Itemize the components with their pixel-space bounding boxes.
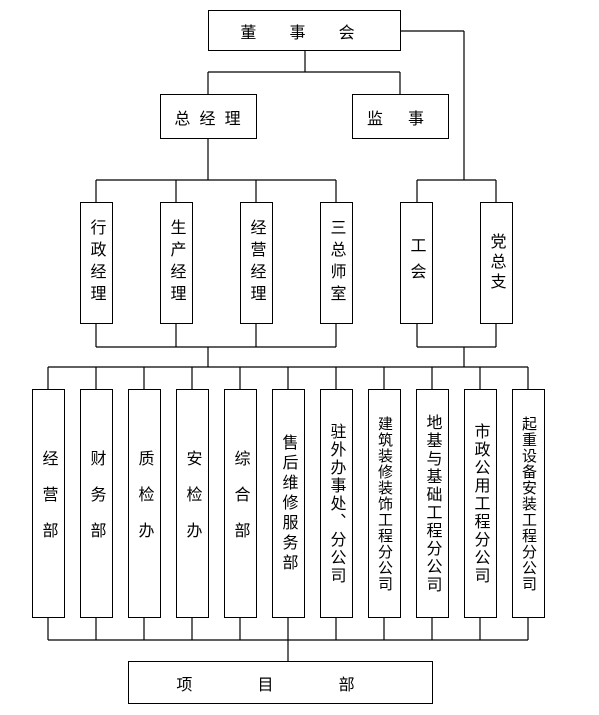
- department-label: 售后维修服务部: [279, 433, 299, 574]
- department-label: 起重设备安装工程分公司: [520, 415, 538, 592]
- manager-label: 经营经理: [247, 219, 267, 307]
- department-label: 市政公用工程分公司: [471, 422, 491, 585]
- supervisor-box: 监 事: [352, 94, 449, 139]
- department-label: 质检办: [135, 449, 155, 558]
- department-box: 驻外办事处、分公司: [320, 389, 353, 618]
- manager-box-admin: 行政经理: [80, 202, 113, 324]
- department-box: 财务部: [80, 389, 113, 618]
- union-box: 工会: [400, 202, 433, 324]
- department-box: 综合部: [224, 389, 257, 618]
- department-box: 售后维修服务部: [272, 389, 305, 618]
- party-branch-box: 党总支: [480, 202, 513, 324]
- department-box: 质检办: [128, 389, 161, 618]
- project-department-box: 项 目 部: [128, 661, 433, 704]
- project-department-label: 项 目 部: [176, 674, 385, 694]
- department-label: 经营部: [39, 449, 59, 558]
- manager-label: 三总师室: [327, 219, 347, 307]
- department-box: 建筑装修装饰工程分公司: [368, 389, 401, 618]
- party-branch-label: 党总支: [487, 233, 507, 293]
- department-label: 地基与基础工程分公司: [423, 413, 443, 594]
- manager-box-production: 生产经理: [160, 202, 193, 324]
- manager-box-chief-engineers: 三总师室: [320, 202, 353, 324]
- department-box: 经营部: [32, 389, 65, 618]
- department-box: 地基与基础工程分公司: [416, 389, 449, 618]
- union-label: 工会: [407, 237, 427, 289]
- department-box: 安检办: [176, 389, 209, 618]
- department-box: 市政公用工程分公司: [464, 389, 497, 618]
- general-manager-label: 总 经 理: [174, 108, 243, 128]
- manager-label: 生产经理: [167, 219, 187, 307]
- manager-box-operations: 经营经理: [240, 202, 273, 324]
- department-box: 起重设备安装工程分公司: [512, 389, 545, 618]
- board-box: 董 事 会: [208, 10, 401, 51]
- department-label: 建筑装修装饰工程分公司: [376, 415, 394, 592]
- general-manager-box: 总 经 理: [160, 94, 257, 139]
- department-label: 安检办: [183, 449, 203, 558]
- department-label: 综合部: [231, 449, 251, 558]
- supervisor-label: 监 事: [366, 108, 435, 128]
- manager-label: 行政经理: [87, 219, 107, 307]
- department-label: 驻外办事处、分公司: [327, 422, 347, 585]
- department-label: 财务部: [87, 449, 107, 558]
- board-label: 董 事 会: [240, 22, 369, 42]
